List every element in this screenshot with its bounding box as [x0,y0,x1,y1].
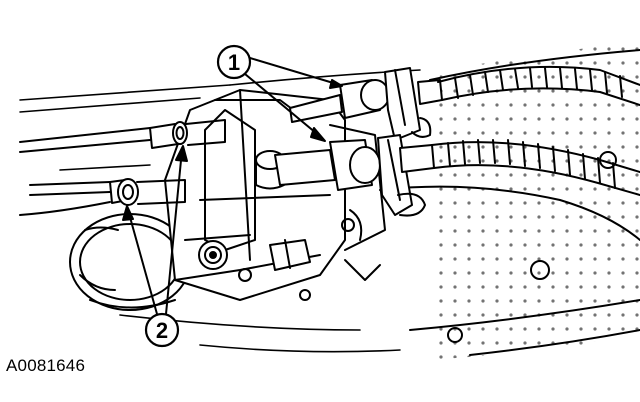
arrowhead-2a [122,205,134,221]
lower-coupler [274,134,435,217]
leader-line-2a [127,209,158,315]
valve-block [164,89,386,301]
left-fittings [109,119,226,206]
frame-panel [379,40,640,360]
leader-line-2b [165,149,183,315]
arrowhead-1b [310,127,326,142]
arrowhead-1a [329,79,343,89]
figure-id-label: A0081646 [6,356,86,375]
callout-1: 1 [216,44,343,142]
upper-coupler [289,67,443,141]
leader-line-1b [244,73,323,139]
leader-line-1a [249,57,341,86]
callout-2-label: 2 [156,318,168,343]
callout-1-label: 1 [228,50,240,75]
callout-2: 2 [122,145,188,348]
tube-lines-left [19,127,151,216]
arrowhead-2b [175,145,188,162]
upper-corrugated-hose [437,65,640,106]
lower-corrugated-hose [431,139,640,196]
